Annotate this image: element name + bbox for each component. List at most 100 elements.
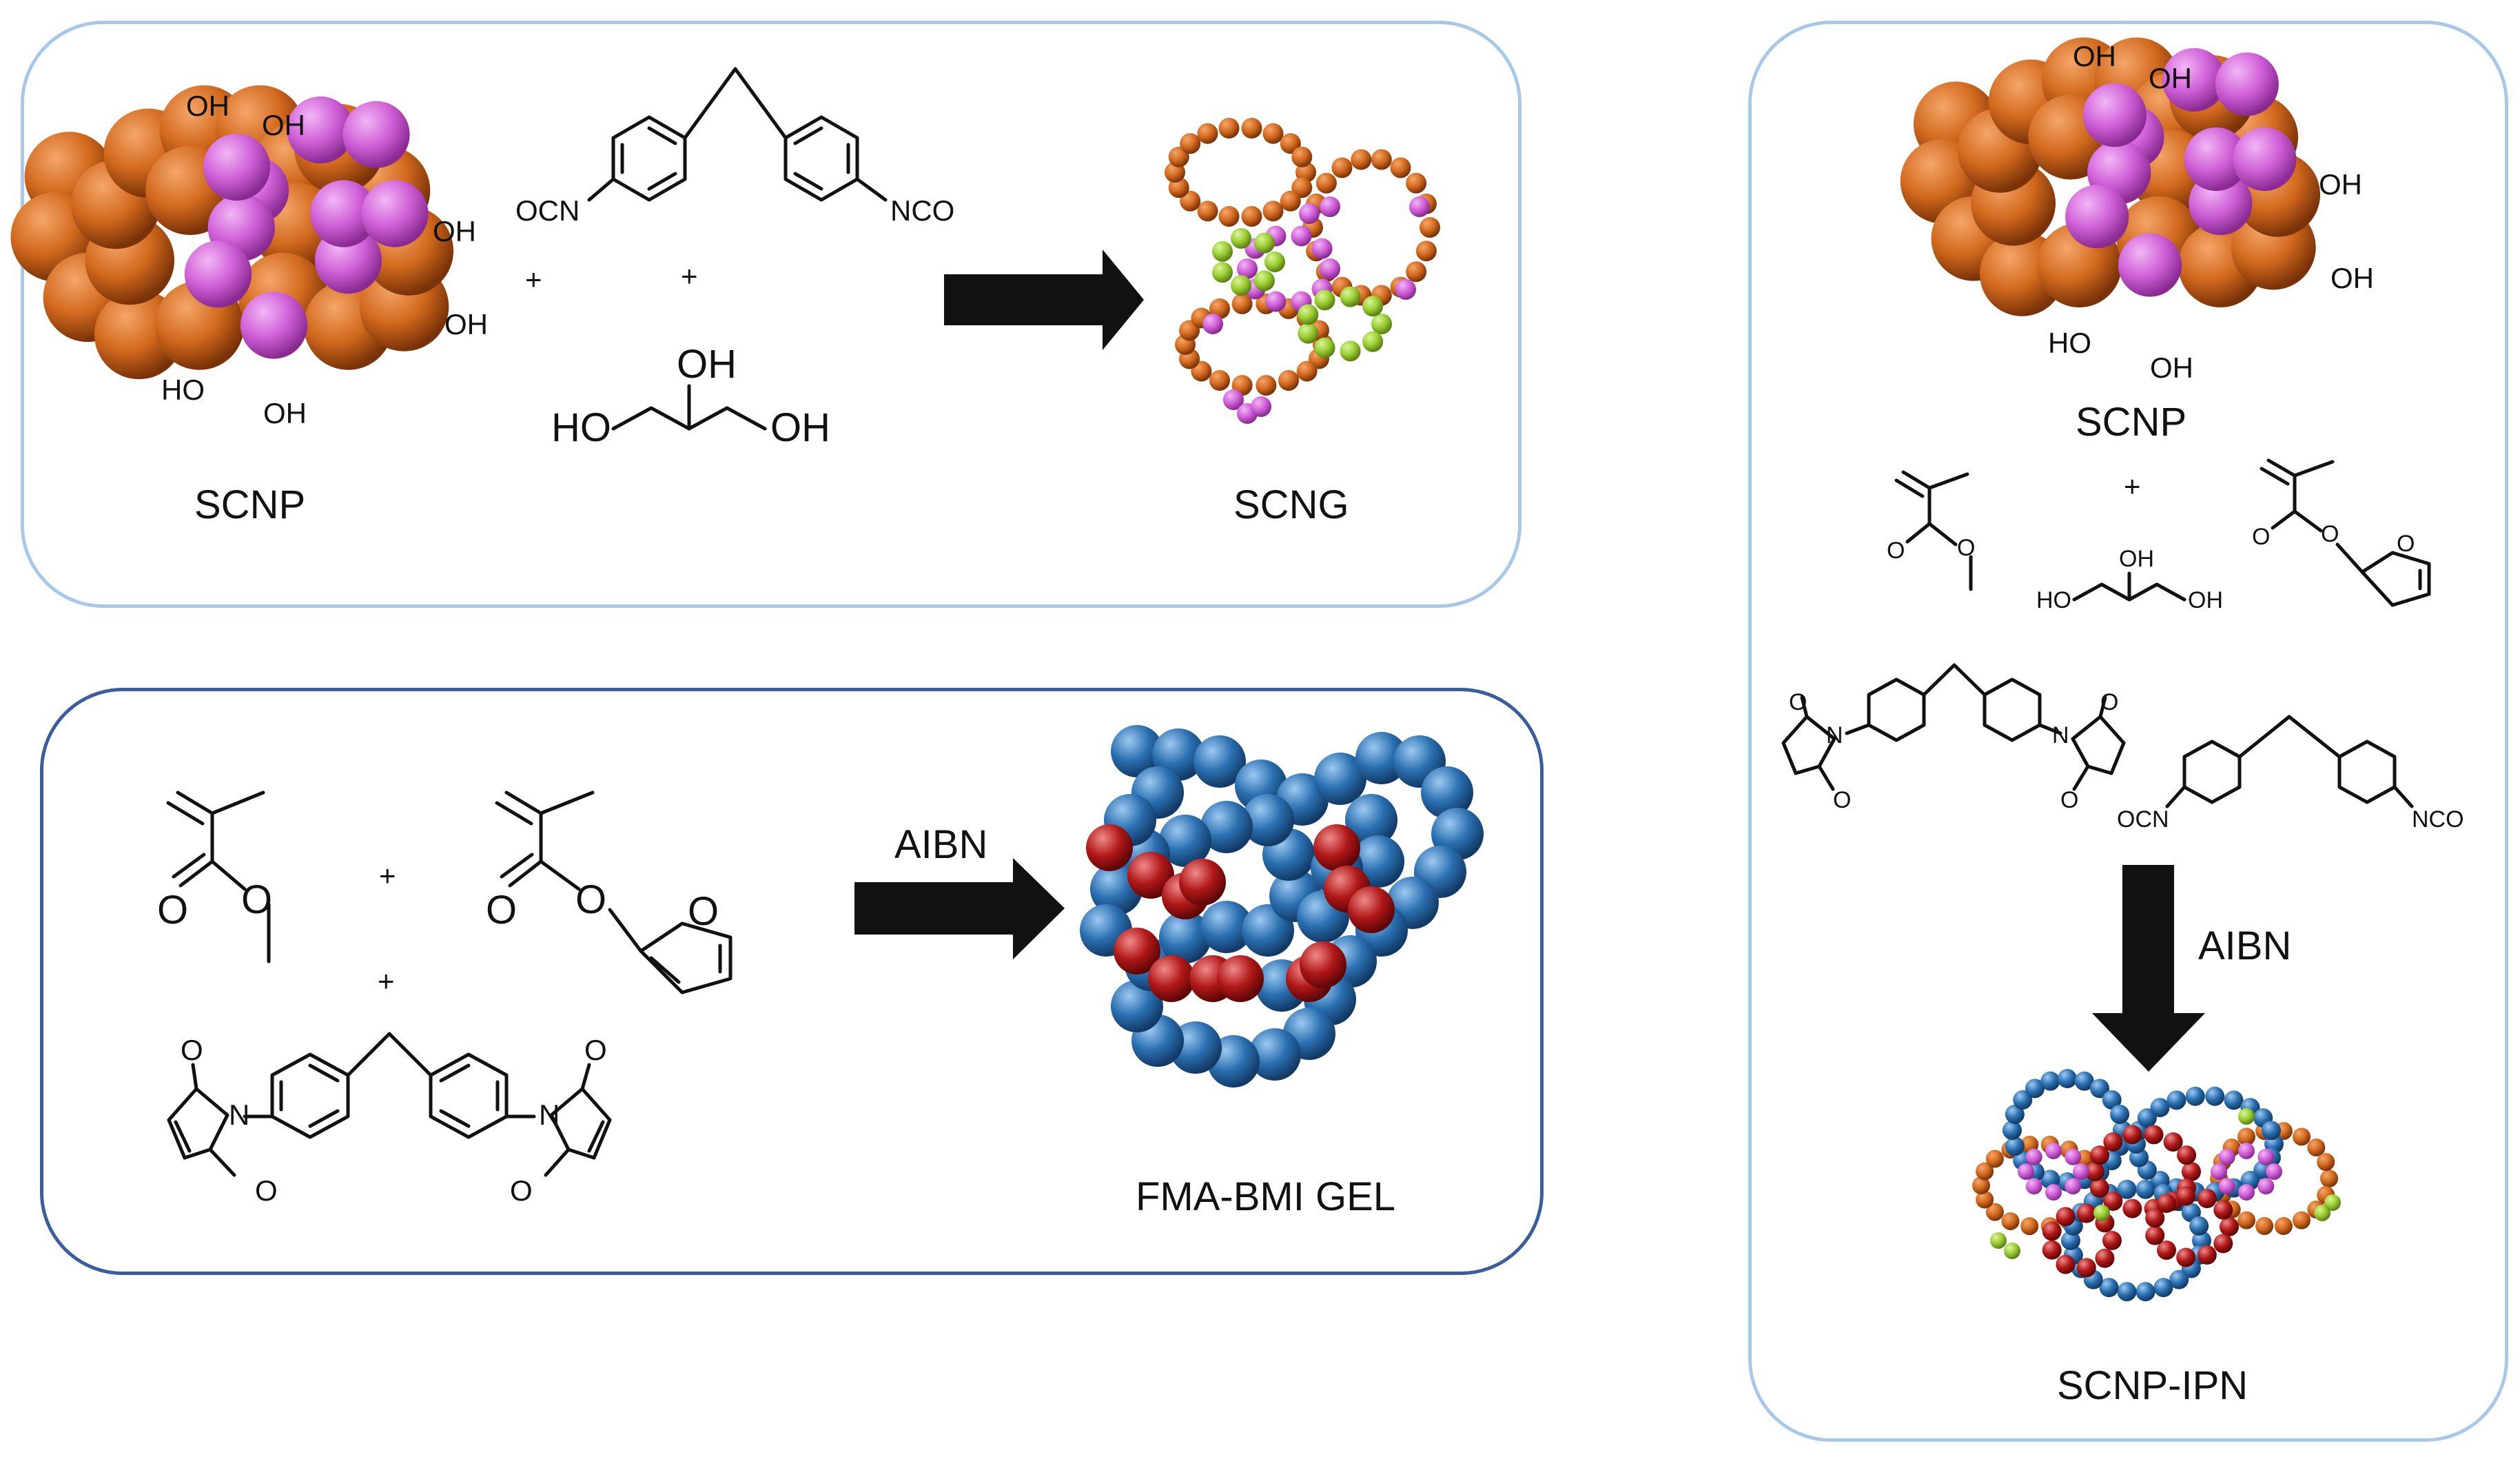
gel-blue-bead xyxy=(1314,753,1366,805)
ipn-red-bead xyxy=(2156,1241,2176,1261)
r-fma-structure xyxy=(2260,458,2431,607)
scng-magenta-bead xyxy=(1251,396,1271,417)
scng-orange-bead xyxy=(1331,157,1353,178)
glycerol-structure xyxy=(611,384,767,431)
scng-orange-bead xyxy=(1180,133,1201,154)
oh-label-4: OH xyxy=(444,308,488,340)
gel-blue-bead xyxy=(1194,735,1246,788)
ipn-red-bead xyxy=(2085,1162,2104,1181)
gel-blue-bead xyxy=(1159,815,1211,867)
scnp-top-magenta-bead xyxy=(240,292,308,359)
ipn-blue-bead xyxy=(2135,1282,2155,1302)
plus-sign-4: + xyxy=(378,965,395,997)
reaction-arrow-down xyxy=(2092,865,2205,1072)
scnp-top-magenta-bead xyxy=(184,241,252,308)
scng-orange-bead xyxy=(1296,360,1318,382)
scng-orange-bead xyxy=(1180,190,1201,212)
scng-orange-bead xyxy=(1280,133,1301,154)
scng-green-bead xyxy=(1362,296,1384,317)
ipn-red-bead xyxy=(2095,1248,2115,1268)
r-glycerol-structure xyxy=(2072,571,2186,602)
ipn-blue-bead xyxy=(2090,1079,2110,1099)
r-plus-sign: + xyxy=(2124,470,2141,502)
r-fma-o-2: O xyxy=(2321,521,2339,547)
ipn-magenta-bead xyxy=(2065,1178,2082,1195)
ipn-magenta-bead xyxy=(2257,1148,2275,1165)
r-mma-o-2: O xyxy=(1957,535,1975,561)
reaction-arrow-2 xyxy=(854,858,1065,959)
glycerol-oh-end: OH xyxy=(770,405,830,450)
scng-magenta-bead xyxy=(1320,196,1340,217)
r-mdi-structure xyxy=(2165,715,2414,808)
scng-orange-bead xyxy=(1218,206,1240,227)
gel-blue-bead xyxy=(1200,801,1253,853)
ipn-blue-bead xyxy=(2099,1278,2119,1298)
ipn-red-bead xyxy=(2102,1231,2122,1250)
ipn-orange-bead xyxy=(1976,1162,1994,1181)
ipn-red-bead xyxy=(2220,1217,2239,1236)
scng-magenta-bead xyxy=(1299,203,1320,224)
gel-red-bead xyxy=(1179,859,1226,906)
r-oh-3: OH xyxy=(2319,168,2362,201)
ipn-blue-bead xyxy=(2205,1086,2225,1106)
gel-blue-bead xyxy=(1200,901,1253,953)
ipn-orange-bead xyxy=(1985,1203,2004,1221)
scnp-right-magenta-bead xyxy=(2184,127,2248,192)
scng-orange-bead xyxy=(1197,123,1218,144)
r-fma-o-3: O xyxy=(2397,531,2415,557)
scng-green-bead xyxy=(1231,227,1252,249)
scng-green-bead xyxy=(1298,323,1319,344)
nco-label-top: NCO xyxy=(890,194,954,227)
gel-blue-bead xyxy=(1345,794,1397,846)
r-bmi-o-3: O xyxy=(2100,689,2118,715)
ipn-blue-bead xyxy=(2117,1282,2137,1302)
ipn-blue-bead xyxy=(2137,1108,2157,1128)
ipn-orange-bead xyxy=(2001,1212,2020,1230)
scng-orange-bead xyxy=(1278,369,1299,391)
bmi-o-1: O xyxy=(181,1034,203,1066)
ipn-green-bead xyxy=(2314,1205,2331,1221)
ipn-red-bead xyxy=(2145,1225,2165,1245)
scng-orange-bead xyxy=(1241,206,1262,227)
ipn-red-bead xyxy=(2042,1221,2062,1241)
scng-orange-bead xyxy=(1231,293,1253,314)
ipn-blue-bead xyxy=(2169,1269,2189,1289)
scng-magenta-bead xyxy=(1202,314,1223,334)
scnp-particle-right xyxy=(1900,37,2321,316)
scng-green-bead xyxy=(1211,241,1233,262)
ipn-blue-bead xyxy=(2110,1104,2130,1124)
bmi-n-2: N xyxy=(539,1099,560,1131)
ipn-blue-bead xyxy=(2153,1278,2173,1298)
r-ocn-label: OCN xyxy=(2117,806,2169,833)
gel-red-bead xyxy=(1300,941,1346,988)
gel-blue-bead xyxy=(1111,980,1163,1032)
fma-o-carbonyl: O xyxy=(486,888,517,932)
gel-red-bead xyxy=(1148,955,1195,1002)
ipn-orange-bead xyxy=(2020,1217,2039,1236)
ipn-red-bead xyxy=(2176,1247,2196,1267)
r-glycerol-oh-2: OH xyxy=(2188,587,2223,613)
ipn-orange-bead xyxy=(2317,1153,2335,1172)
r-bmi-o-2: O xyxy=(1833,787,1851,813)
ipn-blue-bead xyxy=(2040,1071,2060,1091)
ipn-red-bead xyxy=(2103,1132,2123,1152)
r-bmi-structure xyxy=(1781,663,2126,791)
oh-label-2: OH xyxy=(262,109,305,141)
ipn-blue-bead xyxy=(2261,1121,2281,1141)
ipn-orange-bead xyxy=(2307,1139,2326,1157)
ho-label-5: HO xyxy=(161,374,205,406)
ipn-orange-bead xyxy=(2237,1211,2255,1230)
scnp-top-magenta-bead xyxy=(310,180,378,247)
r-mma-o-1: O xyxy=(1887,538,1905,564)
scng-green-bead xyxy=(1253,270,1275,292)
scnp-ipn-network xyxy=(1972,1069,2341,1302)
ipn-green-bead xyxy=(2238,1108,2255,1125)
ipn-red-bead xyxy=(2144,1125,2164,1145)
gel-blue-bead xyxy=(1355,732,1408,784)
ipn-green-bead xyxy=(2324,1194,2341,1211)
ipn-blue-bead xyxy=(2135,1179,2155,1199)
scng-magenta-bead xyxy=(1237,258,1258,279)
gel-blue-bead xyxy=(1249,1028,1301,1081)
ipn-magenta-bead xyxy=(2218,1148,2235,1165)
